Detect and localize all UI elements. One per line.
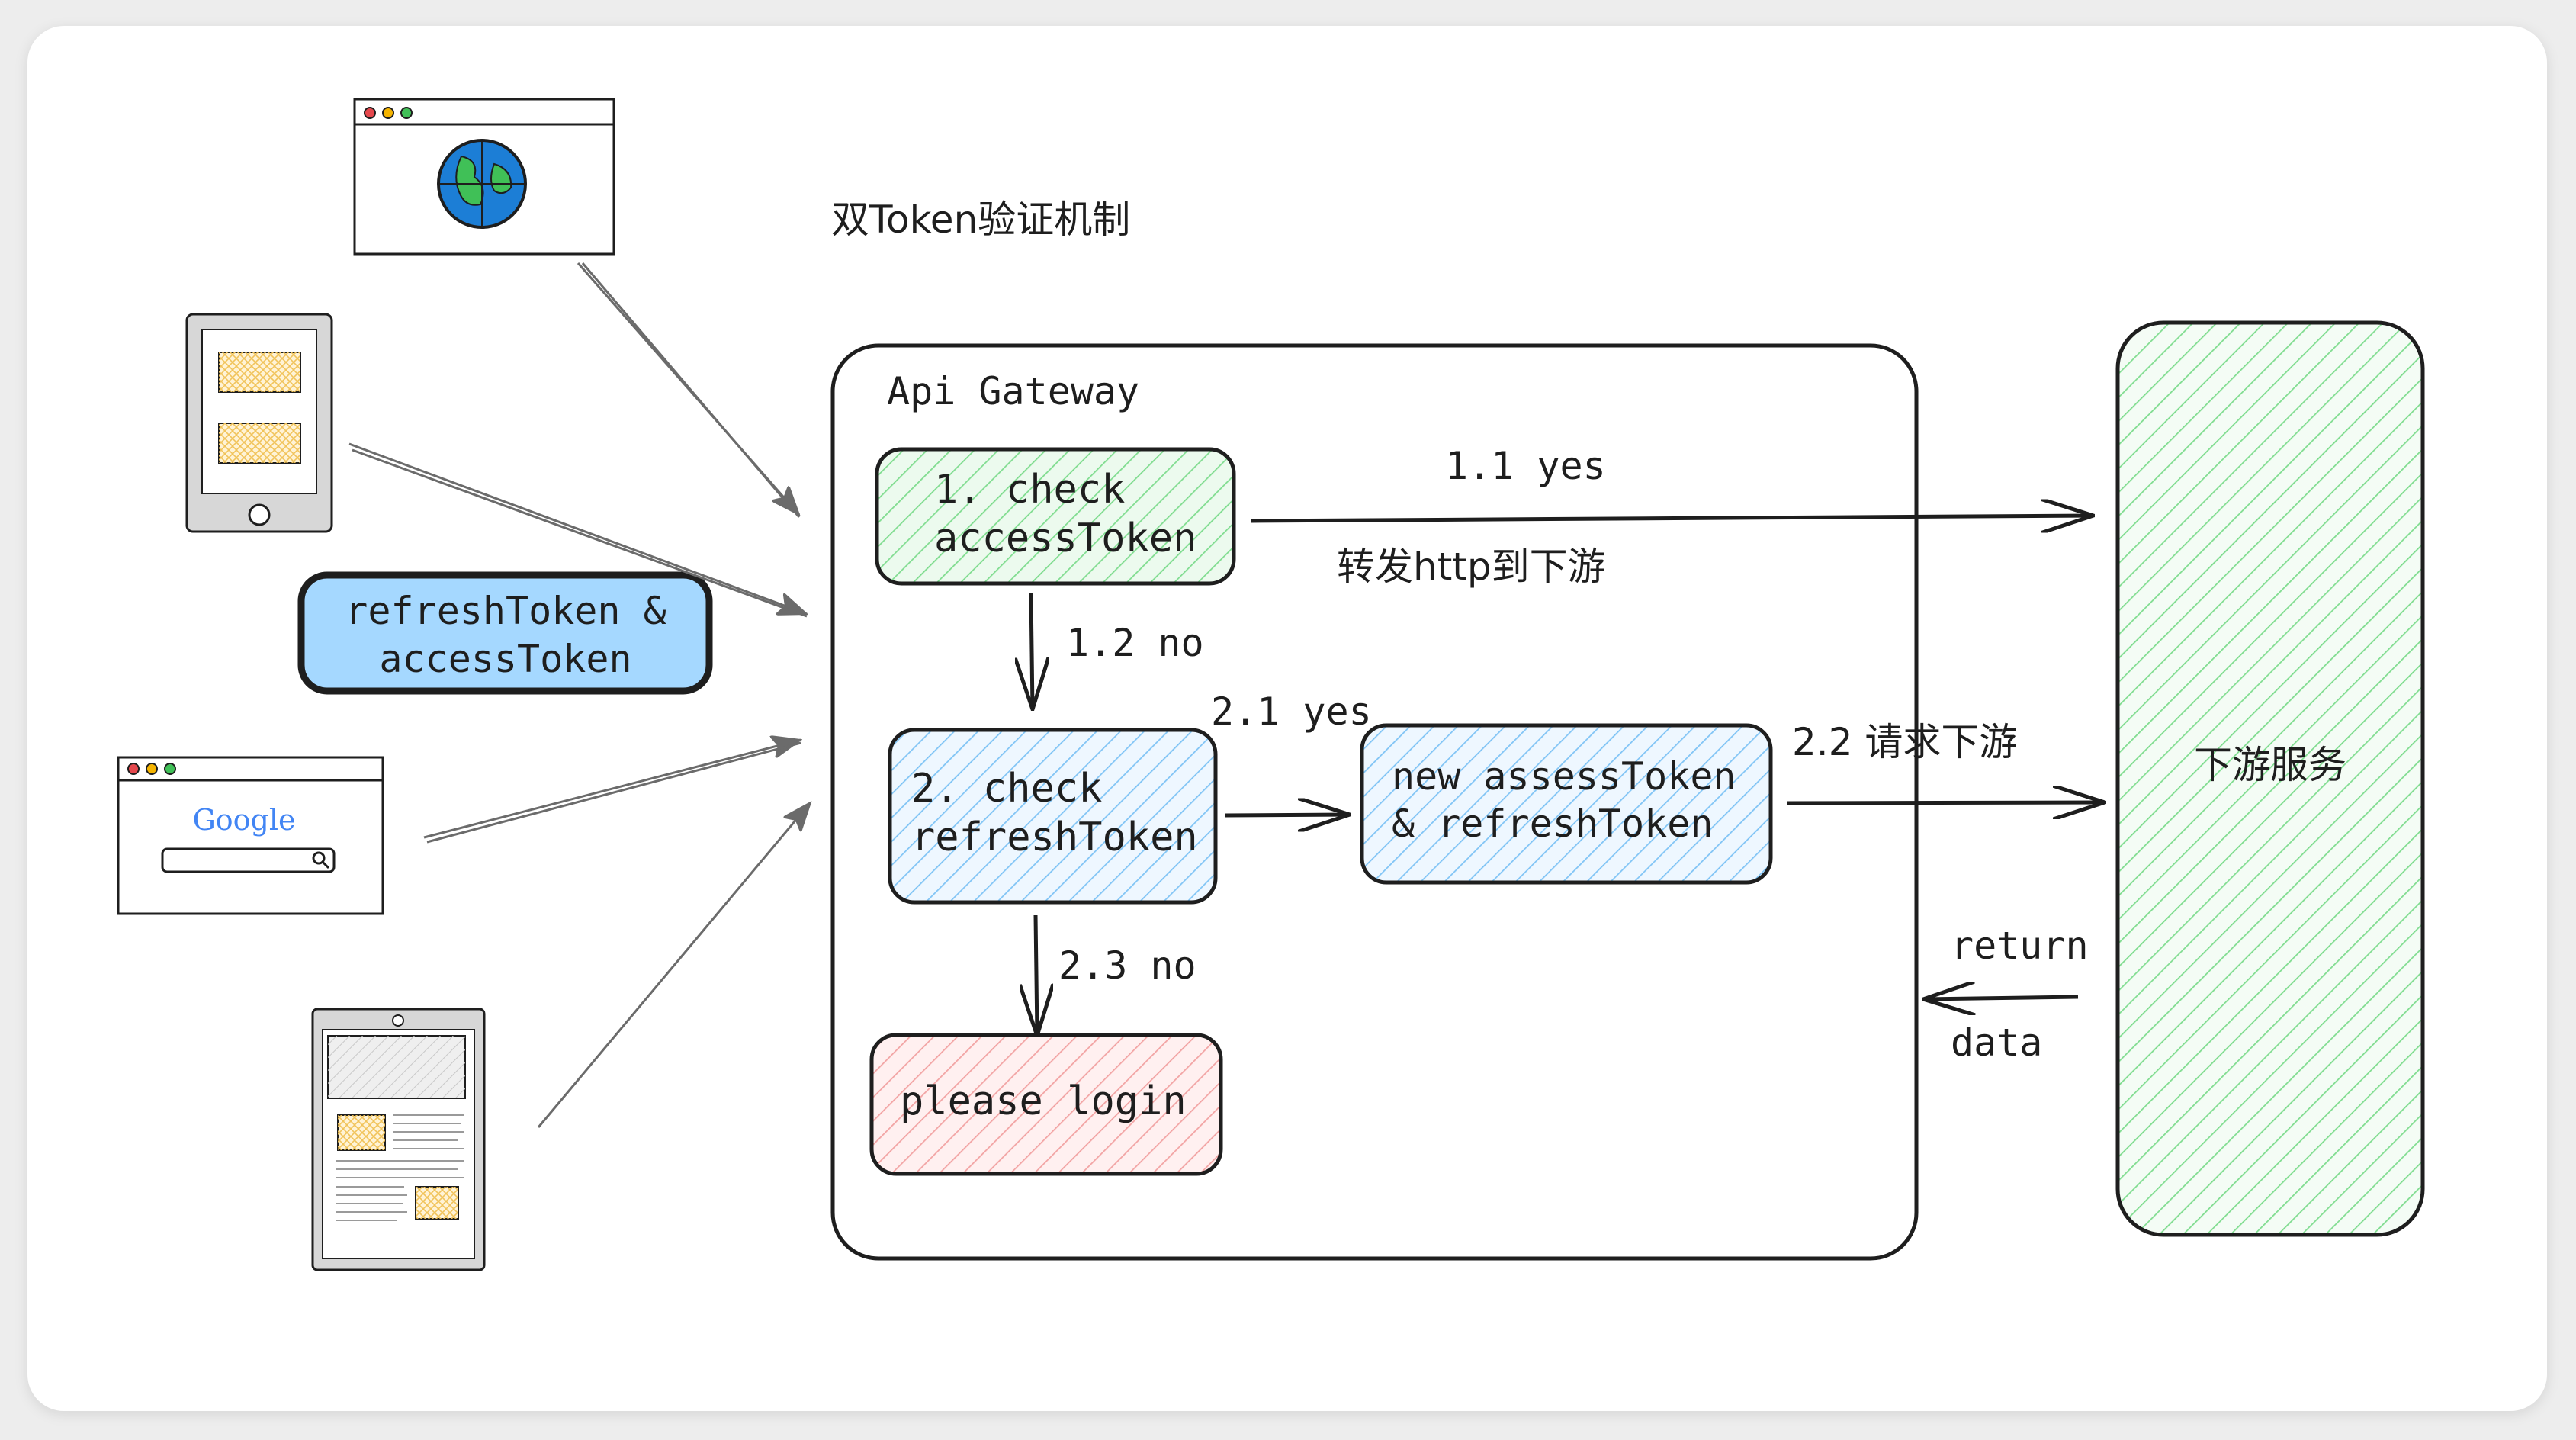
edge-1-2-no: 1.2 no bbox=[1031, 593, 1204, 709]
client-arrows bbox=[348, 262, 811, 1128]
return-label-bottom: data bbox=[1951, 1021, 2042, 1065]
new-tokens-line2: & refreshToken bbox=[1392, 802, 1713, 846]
please-login-box[interactable]: please login bbox=[869, 1033, 1223, 1176]
check-refresh-line2: refreshToken bbox=[911, 815, 1198, 860]
check-access-line2: accessToken bbox=[934, 516, 1196, 561]
google-logo-text: Google bbox=[192, 803, 295, 837]
edge-2-2-request: 2.2 请求下游 bbox=[1786, 720, 2105, 803]
new-tokens-line1: new assessToken bbox=[1392, 754, 1736, 799]
gateway-label: Api Gateway bbox=[887, 369, 1139, 413]
edge-1-2-label: 1.2 no bbox=[1066, 621, 1204, 665]
diagram-title: 双Token验证机制 bbox=[831, 198, 1130, 242]
edge-forward-label: 转发http到下游 bbox=[1337, 545, 1606, 589]
phone-icon bbox=[185, 313, 333, 533]
edge-2-1-yes: 2.1 yes bbox=[1211, 689, 1372, 815]
downstream-service-box[interactable]: 下游服务 bbox=[2115, 320, 2425, 1237]
token-badge-line2: accessToken bbox=[379, 637, 631, 681]
edge-2-3-label: 2.3 no bbox=[1058, 943, 1196, 988]
new-tokens-box[interactable]: new assessToken & refreshToken bbox=[1360, 723, 1773, 885]
tablet-icon bbox=[311, 1008, 486, 1271]
edge-1-1-yes: 1.1 yes 转发http到下游 bbox=[1250, 444, 2093, 589]
token-badge: refreshToken & accessToken bbox=[297, 571, 713, 695]
return-label-top: return bbox=[1951, 924, 2089, 968]
check-refresh-line1: 2. check bbox=[911, 766, 1102, 812]
downstream-label: 下游服务 bbox=[2194, 743, 2346, 787]
check-access-line1: 1. check bbox=[934, 467, 1125, 513]
please-login-label: please login bbox=[900, 1078, 1187, 1124]
check-access-token-box[interactable]: 1. check accessToken bbox=[875, 447, 1236, 586]
browser-globe-icon bbox=[353, 98, 615, 256]
edge-2-2-label: 2.2 请求下游 bbox=[1792, 720, 2017, 764]
token-badge-line1: refreshToken & bbox=[345, 589, 666, 633]
edge-return-data: return data bbox=[1923, 924, 2089, 1065]
edge-2-1-label: 2.1 yes bbox=[1211, 689, 1372, 734]
browser-google-icon: Google bbox=[117, 756, 384, 915]
edge-1-1-label: 1.1 yes bbox=[1445, 444, 1606, 488]
check-refresh-token-box[interactable]: 2. check refreshToken bbox=[888, 728, 1218, 905]
edge-2-3-no: 2.3 no bbox=[1036, 914, 1196, 1036]
